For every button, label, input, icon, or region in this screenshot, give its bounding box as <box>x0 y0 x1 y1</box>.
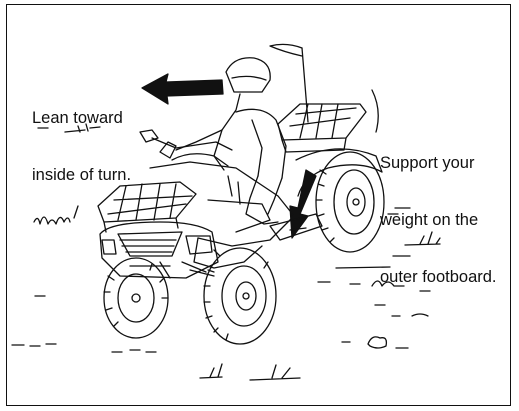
rear-rack <box>278 104 366 152</box>
lean-arrow <box>142 74 223 104</box>
safety-flag <box>270 44 378 132</box>
front-rack <box>98 182 196 232</box>
front-left-wheel <box>104 258 168 338</box>
rear-wheel <box>296 149 384 252</box>
handlebars <box>140 130 232 170</box>
suspension <box>160 262 214 278</box>
